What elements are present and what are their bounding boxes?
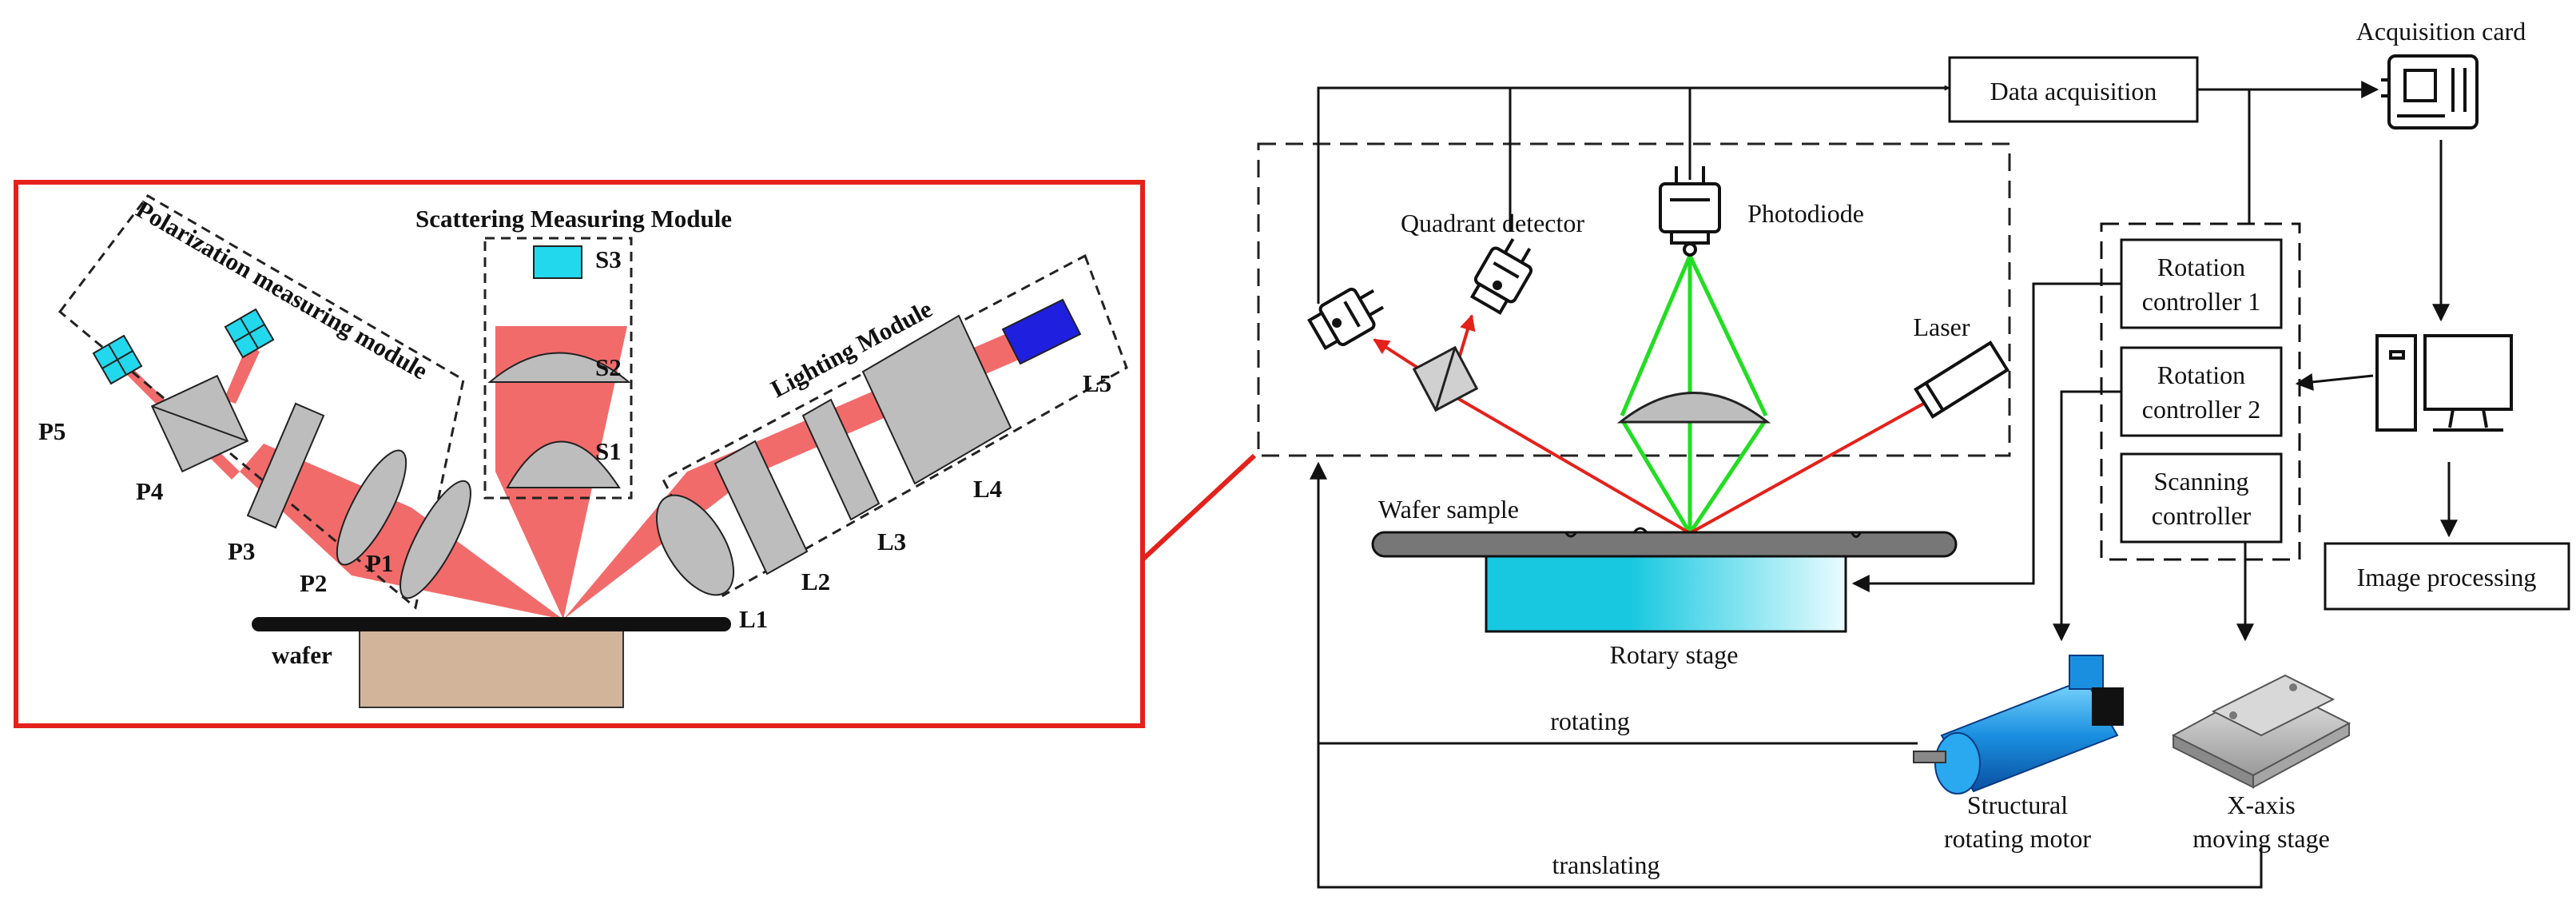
wafer-defects bbox=[1564, 527, 1862, 538]
side-detector-icon bbox=[1307, 287, 1385, 351]
label-P3: P3 bbox=[228, 537, 255, 565]
polarization-beam-3 bbox=[224, 344, 260, 404]
motor-icon bbox=[1913, 655, 2124, 794]
beam-splitter-cube bbox=[1412, 345, 1479, 412]
lens-p2 bbox=[336, 449, 407, 566]
callout-frame bbox=[14, 180, 1145, 728]
label-P5: P5 bbox=[38, 417, 66, 445]
scanning-controller-line2: controller bbox=[2152, 501, 2252, 530]
sensor-s3 bbox=[533, 245, 582, 279]
lighting-module-box bbox=[661, 253, 1128, 598]
label-wafer: wafer bbox=[272, 641, 332, 669]
lens-l1 bbox=[655, 494, 735, 596]
wafer-sample bbox=[1371, 531, 1958, 558]
acquisition-card-icon bbox=[2381, 54, 2479, 129]
lens-p1 bbox=[400, 480, 471, 599]
label-L1: L1 bbox=[739, 605, 768, 633]
rotation-controller-2-line2: controller 2 bbox=[2142, 395, 2260, 424]
left-panel: wafer Scattering Measuring Module S3 S2 … bbox=[14, 180, 1257, 728]
laser-label: Laser bbox=[1913, 313, 1970, 341]
label-S3: S3 bbox=[595, 245, 622, 273]
acquisition-card-label: Acquisition card bbox=[2356, 17, 2526, 46]
photodiode-label: Photodiode bbox=[1747, 199, 1864, 228]
computer-icon bbox=[2375, 334, 2513, 432]
collection-lens bbox=[1616, 392, 1771, 424]
callout-connector bbox=[1140, 453, 1257, 562]
image-processing-label: Image processing bbox=[2357, 563, 2537, 591]
label-S1: S1 bbox=[595, 437, 622, 465]
lens-s2 bbox=[487, 352, 631, 383]
rotation-controller-2-line1: Rotation bbox=[2157, 360, 2245, 389]
translating-feedback bbox=[1310, 461, 2263, 889]
rotation-controller-1-line2: controller 1 bbox=[2142, 287, 2260, 316]
laser-icon bbox=[1914, 340, 2010, 419]
rotation-controller-1-box bbox=[2120, 238, 2283, 329]
data-acquisition-box bbox=[1948, 56, 2199, 123]
photodiode-icon bbox=[1659, 166, 1721, 257]
wafer-sample-label: Wafer sample bbox=[1378, 495, 1519, 524]
element-p3 bbox=[246, 402, 325, 529]
translating-label: translating bbox=[1552, 850, 1660, 879]
motor-label-line1: Structural bbox=[1967, 791, 2068, 819]
element-l3 bbox=[801, 398, 881, 521]
element-l2 bbox=[714, 440, 809, 575]
label-L5: L5 bbox=[1083, 369, 1111, 397]
quadrant-detector-label: Quadrant detector bbox=[1401, 209, 1584, 237]
right-panel: Data acquisition Acquisition card bbox=[1257, 17, 2570, 889]
label-P1: P1 bbox=[366, 549, 393, 577]
element-l4 bbox=[861, 314, 1012, 485]
green-beams bbox=[1620, 254, 1768, 535]
quadrant-detector-icon bbox=[1469, 237, 1533, 315]
rotating-label: rotating bbox=[1550, 707, 1630, 735]
rotary-stage-label: Rotary stage bbox=[1610, 640, 1739, 669]
scattering-module-box bbox=[483, 237, 633, 500]
sensor-p5b bbox=[224, 308, 275, 359]
rotation-controller-2-box bbox=[2120, 346, 2283, 437]
scanning-controller-box bbox=[2120, 452, 2283, 544]
polarization-module-title: Polarization measuring module bbox=[132, 195, 433, 385]
rc2-to-motor bbox=[2053, 390, 2121, 642]
x-stage-label-line2: moving stage bbox=[2192, 824, 2330, 853]
rotary-stage bbox=[1485, 550, 1847, 633]
label-P2: P2 bbox=[300, 569, 327, 597]
motor-label-line2: rotating motor bbox=[1944, 824, 2091, 853]
sensor-p5 bbox=[92, 334, 143, 385]
laser-source-l5 bbox=[1001, 298, 1082, 365]
wafer bbox=[252, 617, 731, 631]
label-L2: L2 bbox=[801, 568, 830, 595]
x-axis-stage-icon bbox=[2171, 674, 2351, 789]
label-P4: P4 bbox=[136, 477, 163, 505]
rc1-to-rotary-stage bbox=[1851, 282, 2121, 592]
image-processing-box bbox=[2324, 542, 2570, 611]
x-stage-label-line1: X-axis bbox=[2227, 791, 2295, 819]
label-L4: L4 bbox=[973, 475, 1002, 503]
wafer-base bbox=[359, 627, 624, 708]
computer-to-controller bbox=[2295, 372, 2374, 391]
label-S2: S2 bbox=[595, 353, 622, 381]
beam-splitter-p4 bbox=[150, 374, 249, 473]
scanning-controller-line1: Scanning bbox=[2153, 467, 2248, 496]
scattering-module-title: Scattering Measuring Module bbox=[415, 205, 732, 233]
polarization-beam bbox=[240, 444, 563, 619]
rotation-controller-1-line1: Rotation bbox=[2157, 253, 2245, 281]
lens-s1 bbox=[506, 440, 621, 488]
bus-left bbox=[1317, 85, 1950, 304]
label-L3: L3 bbox=[877, 528, 906, 556]
polarization-module-box bbox=[58, 194, 465, 610]
optics-dashed-box bbox=[1257, 142, 2011, 457]
data-acquisition-label: Data acquisition bbox=[1990, 77, 2157, 106]
